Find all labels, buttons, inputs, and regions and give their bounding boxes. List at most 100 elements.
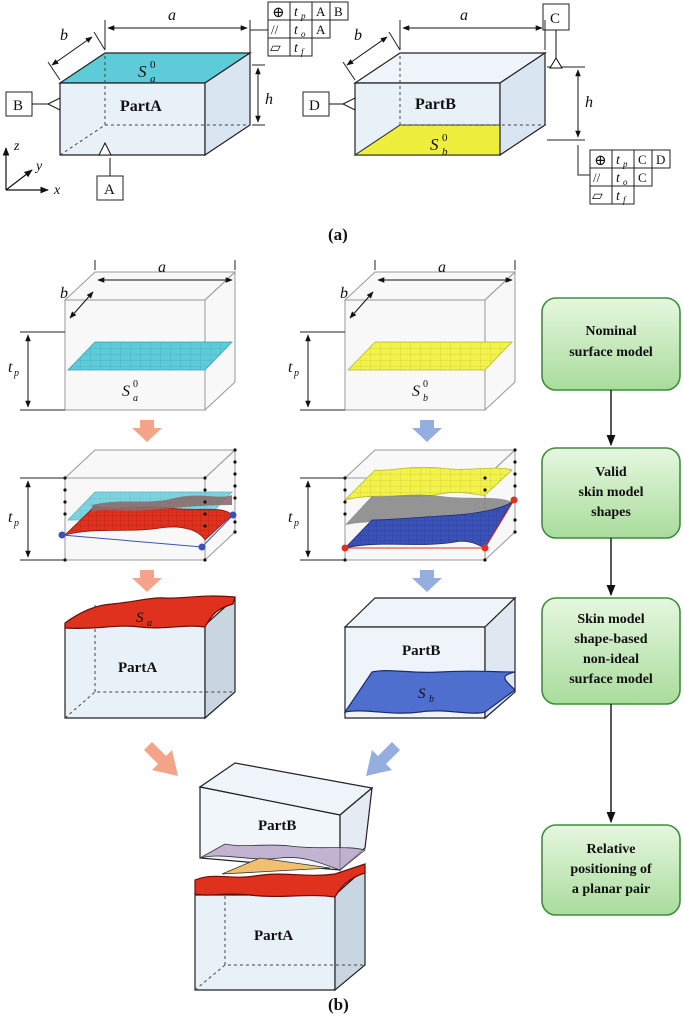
parallelism-icon: // — [271, 22, 279, 37]
nominal-surface-b — [347, 341, 513, 371]
skin-sa-label: S — [136, 610, 144, 626]
skin-shapes-b — [341, 448, 518, 562]
nominal-sb0-sub: b — [423, 393, 428, 404]
nominal-box-a: S a 0 — [63, 270, 237, 412]
flow-3-line1: Skin model — [577, 612, 644, 627]
datum-b: B — [5, 91, 61, 117]
fcf-right-to-sub: o — [623, 177, 628, 187]
fcf-left-tf-sub: f — [301, 47, 305, 57]
fcf-right-d2: D — [656, 152, 665, 167]
skin-dots-b — [343, 448, 517, 562]
flow-3-line2: shape-based — [574, 632, 647, 647]
down-arrow-icon — [412, 570, 442, 592]
axis-z-label: z — [13, 139, 20, 154]
flow-4-line2: positioning of — [570, 862, 652, 877]
flow-3-line3: non-ideal — [583, 652, 639, 667]
dim-a-b-right: a — [438, 259, 446, 276]
axis-y-label: y — [34, 159, 43, 174]
axis-x-label: x — [53, 183, 61, 198]
caption-a: (a) — [328, 225, 348, 244]
merge-arrow-icon — [366, 742, 400, 776]
surface-sa0-label: S — [138, 62, 147, 81]
skin-sa-sub: a — [147, 618, 152, 629]
surface-sa0-sup: 0 — [150, 59, 156, 71]
flow-3-line4: surface model — [569, 672, 653, 687]
skin-sb-sub: b — [429, 694, 434, 705]
skin-part-b-label: PartB — [402, 643, 440, 659]
datum-b-label: B — [13, 98, 23, 114]
flow-2-line2: skin model — [579, 485, 644, 500]
flow-2-line1: Valid — [595, 465, 627, 480]
dim-tp-left-2-sub: p — [13, 518, 19, 529]
nominal-sb0-sup: 0 — [423, 379, 428, 390]
dim-b-b-right: b — [340, 285, 348, 302]
flatness-icon: ▱ — [592, 189, 603, 204]
dim-a-left: a — [168, 7, 176, 24]
merge-arrow-icon — [144, 742, 178, 776]
fcf-left-to: t — [294, 23, 299, 38]
fcf-right-d1: C — [638, 152, 647, 167]
flatness-icon: ▱ — [270, 41, 281, 56]
skin-surface-sb — [343, 670, 516, 714]
fcf-right-row2-d1: C — [638, 170, 647, 185]
fcf-left: ⊕ t p A B // t o A ▱ t f — [267, 1, 349, 57]
flow-4-line3: a planar pair — [572, 882, 650, 897]
fcf-right-tf: t — [616, 189, 621, 204]
dim-tp-right: t — [288, 359, 293, 376]
datum-c-triangle-icon — [549, 57, 563, 69]
fcf-left-tp-sub: p — [300, 11, 306, 21]
datum-d-triangle-icon — [341, 97, 356, 111]
dim-tp-left-2: t — [8, 509, 13, 526]
surface-sa0-sub: a — [150, 73, 156, 85]
nominal-sa0-label: S — [122, 383, 130, 400]
datum-d: D — [302, 91, 356, 117]
datum-a: A — [96, 141, 124, 201]
skin-part-b: PartB S b — [343, 596, 517, 720]
part-b-label: PartB — [415, 96, 456, 113]
fcf-left-d1: A — [316, 4, 326, 19]
dim-b-left: b — [60, 27, 68, 44]
dim-b-right: b — [354, 27, 362, 44]
caption-b: (b) — [328, 995, 349, 1014]
down-arrow-icon — [132, 420, 162, 442]
datum-b-triangle-icon — [46, 97, 61, 111]
dim-tp-right-2-sub: p — [293, 518, 299, 529]
part-b-box: PartB S b 0 — [353, 51, 547, 158]
datum-a-triangle-icon — [98, 141, 112, 156]
panel-a: PartA S a 0 a b h ⊕ t — [2, 1, 671, 244]
fcf-left-tp: t — [294, 5, 299, 20]
fcf-left-to-sub: o — [301, 29, 306, 39]
skin-surface-sa — [64, 595, 236, 629]
assembly: PartB PartA — [194, 762, 374, 992]
flow-box-relative — [541, 824, 681, 916]
fcf-right-tf-sub: f — [623, 195, 627, 205]
part-a-front-face — [59, 82, 206, 156]
fcf-left-tf: t — [294, 41, 299, 56]
surface-sb0-sup: 0 — [442, 132, 448, 144]
part-a-label: PartA — [120, 98, 162, 115]
dim-a-right: a — [460, 7, 468, 24]
datum-c-label: C — [550, 11, 560, 27]
flow-4-line1: Relative — [587, 842, 636, 857]
down-arrow-icon — [132, 570, 162, 592]
nominal-box-b: S b 0 — [343, 270, 517, 412]
down-arrow-icon — [412, 420, 442, 442]
dim-a-b-left: a — [158, 259, 166, 276]
skin-sb-label: S — [418, 686, 426, 702]
part-a-box: PartA S a 0 — [58, 51, 252, 157]
dim-h-left: h — [265, 91, 273, 108]
surface-sb0-label: S — [430, 135, 439, 154]
nominal-sa0-sup: 0 — [133, 379, 138, 390]
dim-tp-left-sub: p — [13, 368, 19, 379]
fcf-left-row2-d1: A — [316, 22, 326, 37]
nominal-sa0-sub: a — [133, 393, 138, 404]
panel-b: S a 0 a b t p S b 0 a b t p — [8, 259, 518, 1014]
dim-b-b-left: b — [60, 285, 68, 302]
surface-sb0-sub: b — [442, 146, 448, 158]
fcf-right-tp: t — [616, 153, 621, 168]
dim-tp-left: t — [8, 359, 13, 376]
position-icon: ⊕ — [272, 5, 285, 21]
dim-h-right: h — [585, 94, 593, 111]
flow-1-line2: surface model — [569, 345, 653, 360]
